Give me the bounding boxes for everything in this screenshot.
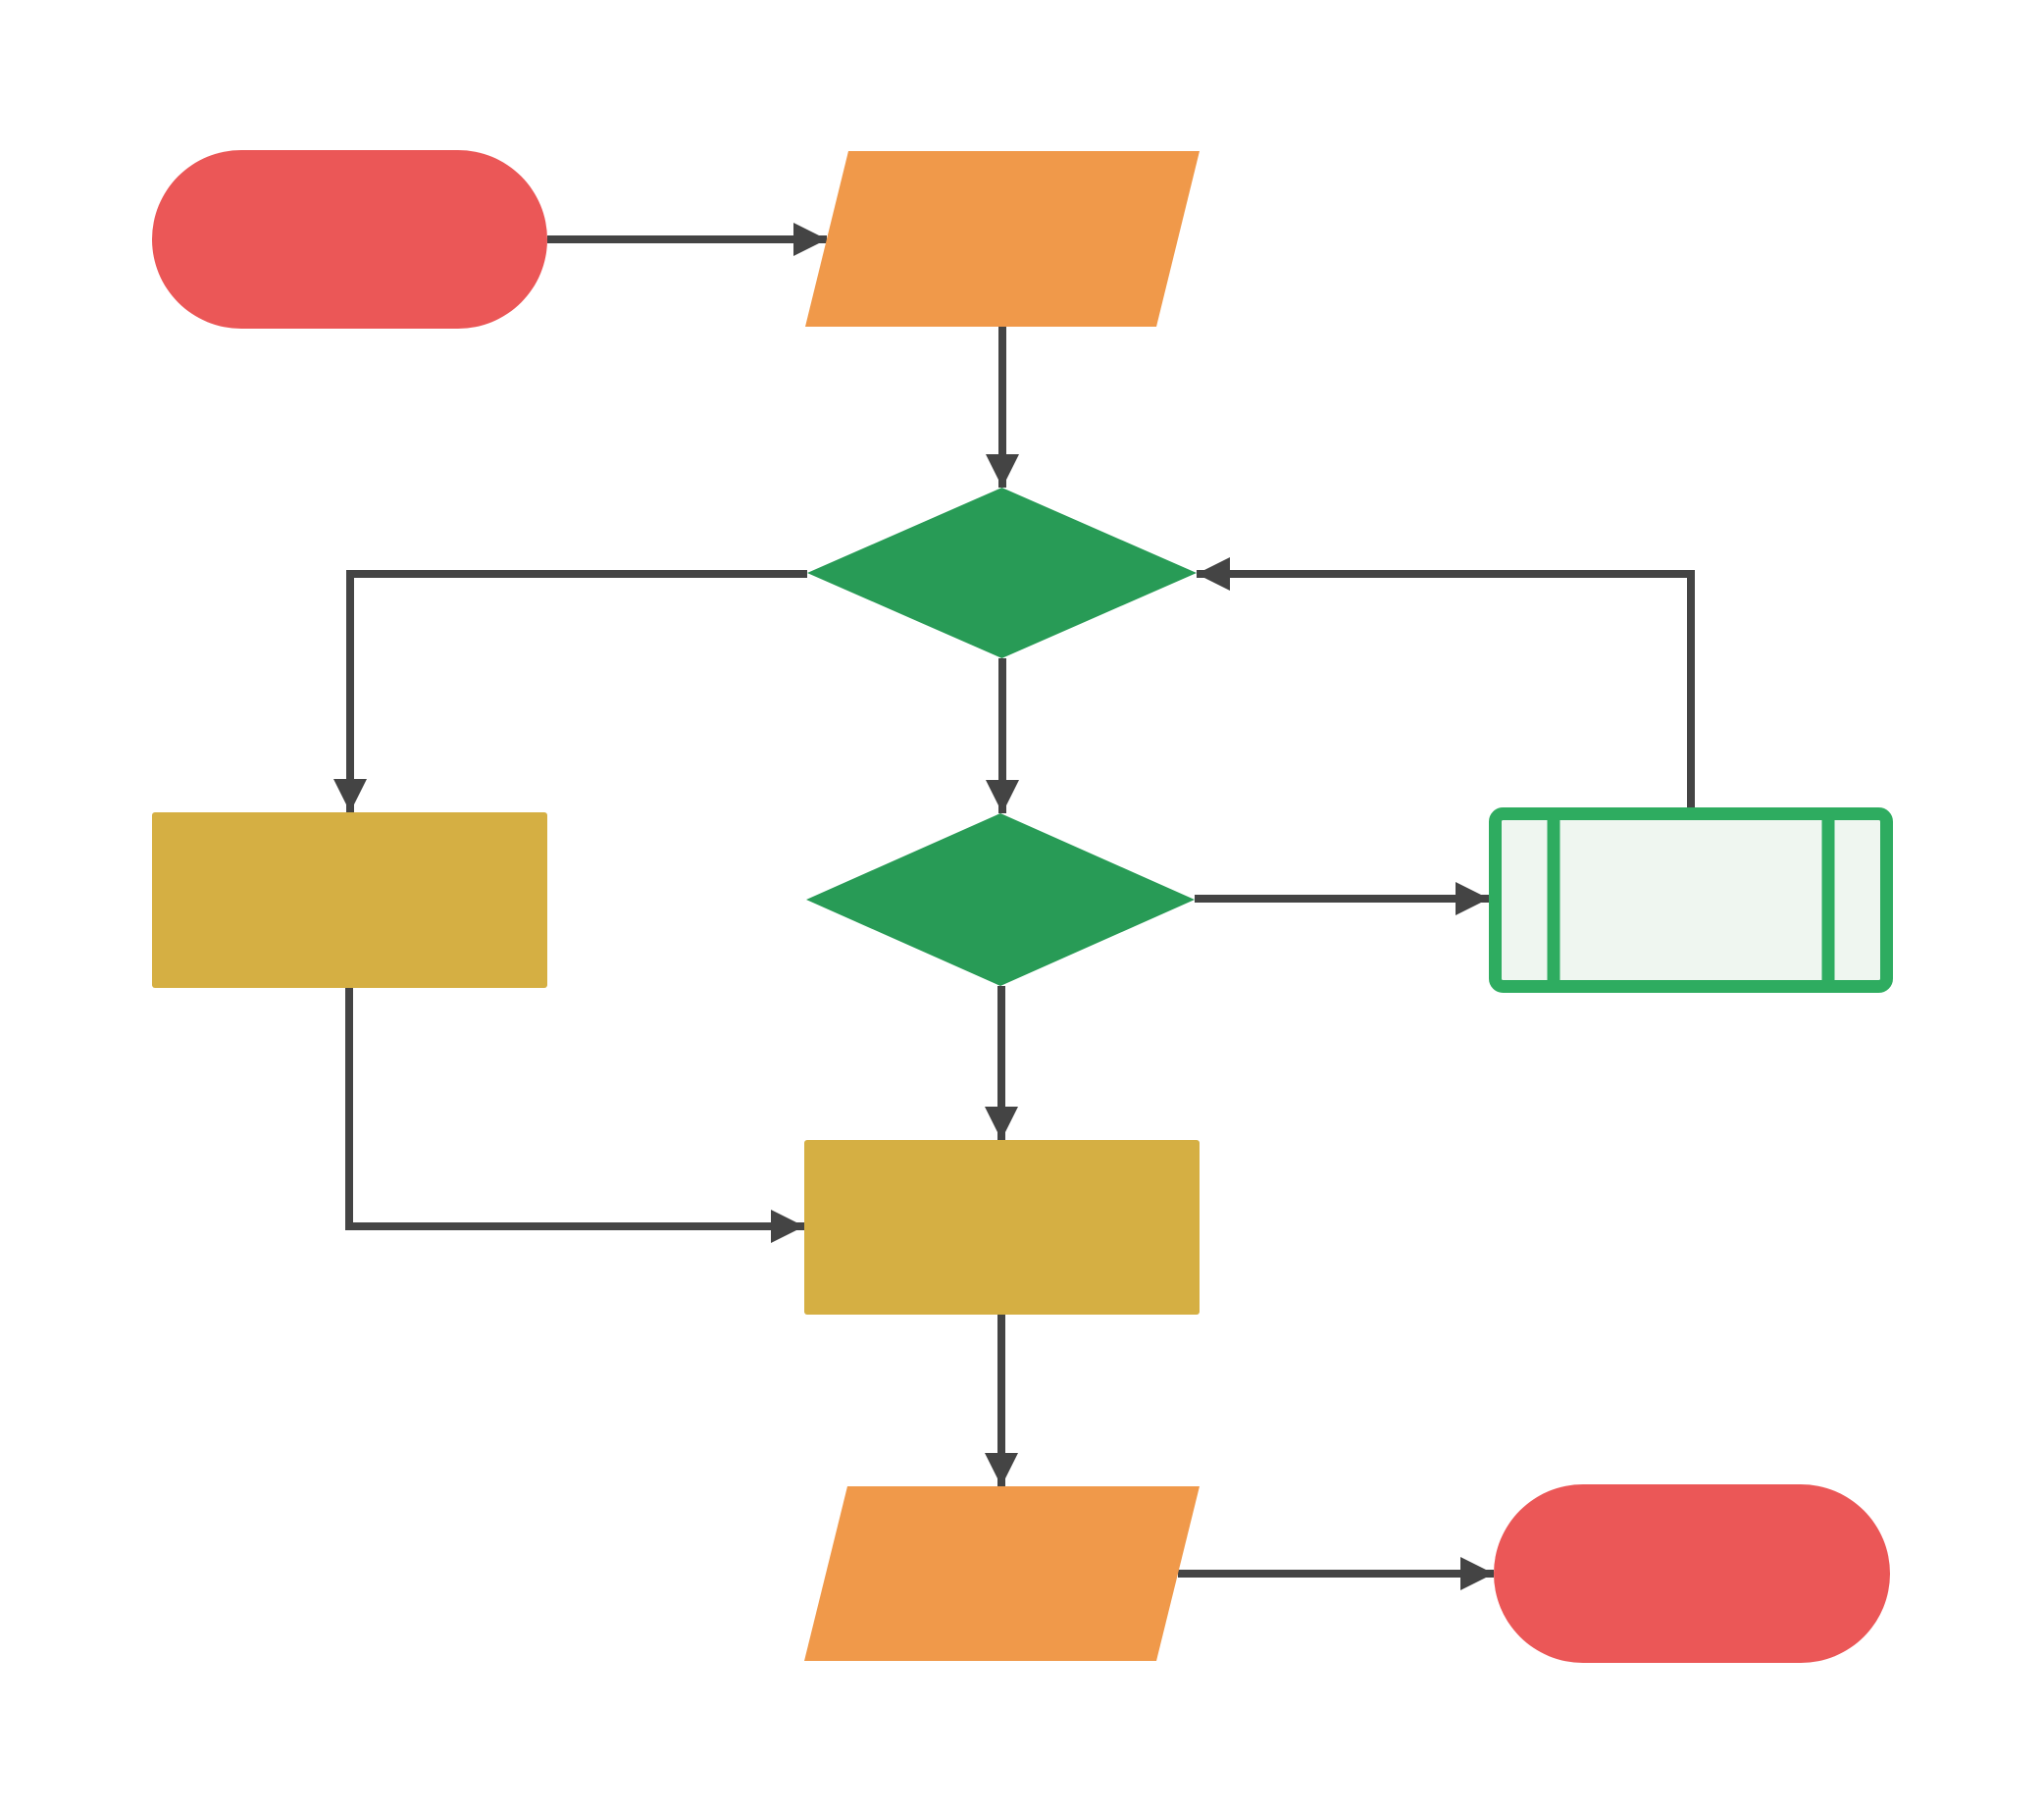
predefined-process-body	[1489, 807, 1893, 993]
edge-process-left-to-process-center[interactable]	[345, 988, 804, 1243]
process-rect-center-node[interactable]	[804, 1140, 1200, 1315]
start-terminator-node[interactable]	[152, 150, 547, 329]
predefined-process-node[interactable]	[1489, 807, 1893, 993]
edges-layer	[333, 223, 1695, 1590]
process-rect-left-node[interactable]	[152, 812, 547, 988]
edge-decision1-to-process-left[interactable]	[333, 570, 807, 812]
decision-diamond-2-node[interactable]	[806, 813, 1195, 986]
output-parallelogram-node[interactable]	[804, 1486, 1200, 1661]
input-parallelogram-node[interactable]	[805, 151, 1200, 327]
end-terminator-node[interactable]	[1494, 1484, 1890, 1663]
edge-predefined-to-decision1[interactable]	[1197, 557, 1695, 807]
decision-diamond-1-node[interactable]	[807, 488, 1197, 658]
nodes-layer	[152, 150, 1893, 1663]
